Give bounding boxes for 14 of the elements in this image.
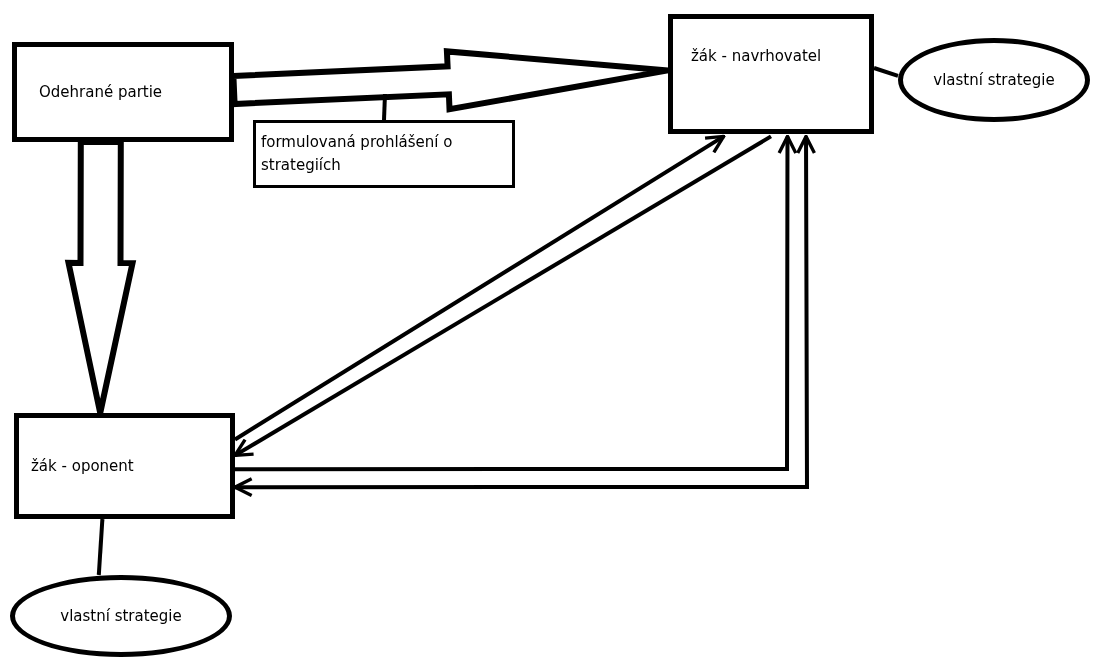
- node-label: vlastní strategie: [933, 71, 1055, 89]
- connector-line: [96, 518, 105, 576]
- node-label: žák - oponent: [31, 457, 134, 475]
- node-label: vlastní strategie: [60, 607, 182, 625]
- node-label: Odehrané partie: [39, 83, 163, 101]
- connector-line: [873, 66, 899, 78]
- node-label: žák - navrhovatel: [691, 47, 822, 65]
- node-label: formulovaná prohlášení o strategiích: [261, 131, 454, 176]
- leader-line: [382, 93, 387, 121]
- process-box: [12, 42, 234, 142]
- block-arrow: [64, 139, 137, 416]
- process-box: [668, 14, 874, 134]
- process-box: [253, 120, 515, 188]
- process-box: [14, 413, 235, 519]
